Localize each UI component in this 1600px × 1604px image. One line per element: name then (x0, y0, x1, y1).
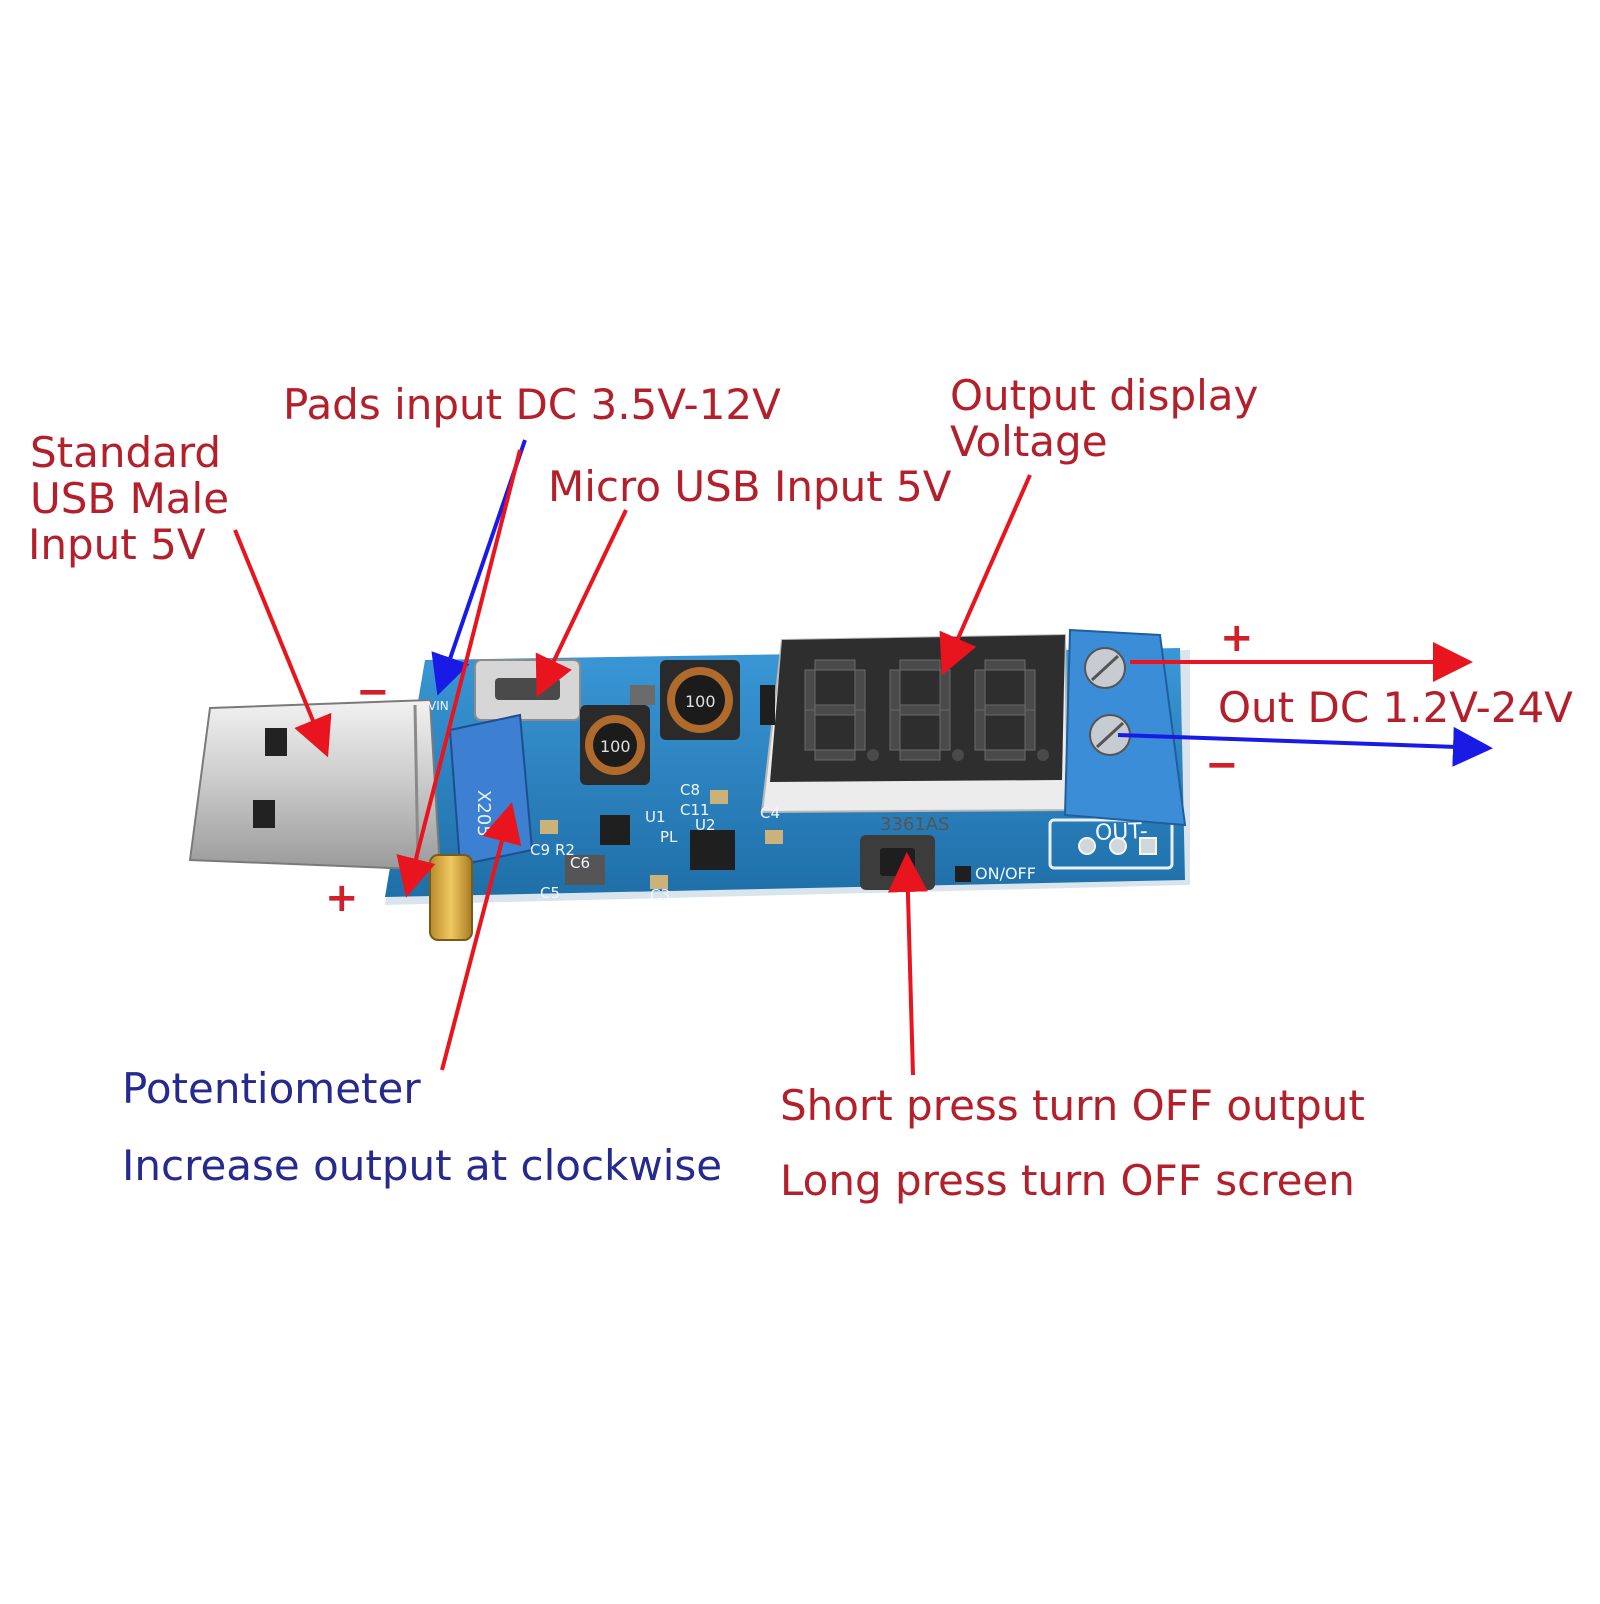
input-minus-sign: − (356, 669, 390, 715)
standard-usb-label-line1: Standard (30, 428, 222, 477)
digit-3-segment (984, 659, 1026, 671)
output-plus-sign: + (1220, 615, 1254, 661)
annotation-arrows (233, 439, 1493, 1076)
pot-silk-label: X205 (473, 790, 494, 837)
potentiometer-label: Potentiometer (122, 1064, 421, 1113)
silk-label: C3 (650, 886, 670, 904)
digit-3-segment (974, 669, 986, 711)
silk-label: U1 (645, 808, 666, 826)
pads-input-label: Pads input DC 3.5V-12V (283, 380, 781, 429)
digit-1-segment (854, 709, 866, 751)
digit-1-segment (854, 669, 866, 711)
silk-label: C5 (540, 884, 560, 902)
silk-label: R2 (555, 841, 575, 859)
output-display-label-line1: Output display (950, 371, 1259, 420)
silk-label: PL (660, 828, 678, 846)
digit-3-decimal-point (1037, 749, 1049, 761)
micro-usb-port (474, 659, 581, 721)
out-minus-silk: OUT- (1094, 819, 1149, 846)
out-dc-label: Out DC 1.2V-24V (1218, 683, 1573, 732)
silk-label: U2 (695, 816, 716, 834)
digit-3-segment (1024, 669, 1036, 711)
long-press-label: Long press turn OFF screen (780, 1156, 1355, 1205)
arrow-standard-usb (233, 529, 332, 758)
standard-usb-label-line2: USB Male (30, 474, 230, 523)
display-part-label: 3361AS (880, 814, 950, 835)
digit-2-segment (899, 749, 941, 761)
digit-1-segment (814, 749, 856, 761)
output-display-label-line2: Voltage (950, 417, 1108, 466)
inductor-2-label: 100 (685, 692, 716, 711)
on-off-button (860, 835, 935, 890)
digit-1-segment (814, 704, 856, 716)
display-digits (804, 659, 1049, 761)
digit-2-segment (899, 704, 941, 716)
digit-1-segment (804, 709, 816, 751)
arrow-out-minus (1117, 726, 1493, 767)
digit-2-segment (939, 709, 951, 751)
silk-label: C6 (570, 854, 590, 872)
arrow-button (887, 852, 928, 1076)
silk-label: C8 (680, 781, 700, 799)
inductor-1-label: 100 (600, 737, 631, 756)
arrow-pads-plus (396, 449, 522, 898)
on-off-silk: ON/OFF (975, 864, 1036, 883)
digit-3-segment (984, 704, 1026, 716)
micro-usb-label: Micro USB Input 5V (548, 462, 952, 511)
usb-male-connector (188, 698, 442, 872)
digit-3-segment (984, 749, 1026, 761)
digit-2-decimal-point (952, 749, 964, 761)
digit-2-segment (939, 669, 951, 711)
digit-2-segment (899, 659, 941, 671)
digit-1-decimal-point (867, 749, 879, 761)
digit-2-segment (889, 669, 901, 711)
digit-1-segment (814, 659, 856, 671)
vin-silk: VIN (428, 699, 449, 713)
terminal-block (1063, 628, 1187, 827)
input-plus-sign: + (325, 875, 359, 921)
arrow-output-display (939, 474, 1032, 676)
increase-output-label: Increase output at clockwise (122, 1141, 723, 1190)
digit-2-segment (889, 709, 901, 751)
silk-label: C9 (530, 841, 550, 859)
digit-3-segment (974, 709, 986, 751)
digit-3-segment (1024, 709, 1036, 751)
short-press-label: Short press turn OFF output (780, 1081, 1365, 1130)
digit-1-segment (804, 669, 816, 711)
smd-components (540, 685, 971, 889)
arrow-micro-usb (535, 509, 628, 698)
inductors: 100 100 (580, 660, 740, 785)
seven-segment-display: 3361AS (760, 633, 1070, 835)
standard-usb-label-line3: Input 5V (28, 520, 206, 569)
output-minus-sign: − (1205, 742, 1239, 788)
arrow-potentiometer (440, 802, 522, 1071)
silk-label: C11 (680, 801, 710, 819)
silk-label: C4 (760, 804, 780, 822)
